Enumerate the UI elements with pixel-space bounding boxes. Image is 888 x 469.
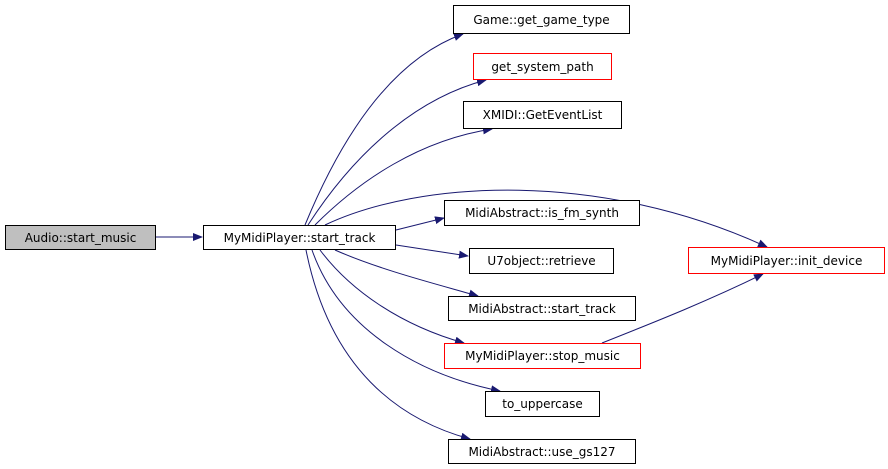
node-mymidiplayer-stop-music[interactable]: MyMidiPlayer::stop_music [444,343,641,369]
node-u7object-retrieve[interactable]: U7object::retrieve [469,248,614,274]
edge-start_track-to-use_gs127 [305,249,471,441]
node-midiabstract-start-track[interactable]: MidiAbstract::start_track [448,296,636,321]
node-midiabstract-use-gs127[interactable]: MidiAbstract::use_gs127 [448,439,636,464]
edge-start_track-to-ma_start_track [334,249,479,298]
node-get-system-path[interactable]: get_system_path [473,53,612,80]
edge-start_track-to-get_event_list [314,126,493,226]
node-audio-start-music: Audio::start_music [5,225,156,250]
node-to-uppercase[interactable]: to_uppercase [485,391,600,417]
edge-stop_music-to-init_device [601,273,764,344]
node-mymidiplayer-start-track[interactable]: MyMidiPlayer::start_track [203,225,396,250]
node-game-get-game-type[interactable]: Game::get_game_type [453,5,630,34]
edge-start_track-to-get_system_path [307,78,487,226]
edge-start_track-to-init_device [324,189,768,248]
node-midiabstract-is-fm-synth[interactable]: MidiAbstract::is_fm_synth [444,200,640,226]
edge-start_track-to-stop_music [319,249,465,345]
node-mymidiplayer-init-device[interactable]: MyMidiPlayer::init_device [688,247,885,274]
edge-start_track-to-is_fm_synth [395,216,445,231]
node-xmidi-geteventlist[interactable]: XMIDI::GetEventList [463,101,622,129]
edge-start_track-to-get_game_type [304,33,464,226]
edge-start_track-to-retrieve [395,244,469,259]
edge-start_track-to-to_uppercase [311,249,501,394]
